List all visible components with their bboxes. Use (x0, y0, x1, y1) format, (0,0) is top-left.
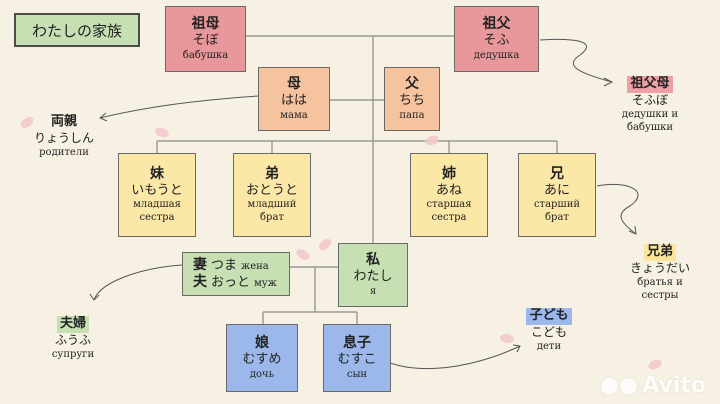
son-kanji: 息子 (343, 334, 371, 351)
younger-sister-box: 妹 いもうと младшая сестра (118, 153, 196, 237)
older-sister-kanji: 姉 (442, 165, 456, 182)
wife-row: 妻 つま жена (193, 257, 269, 275)
father-kana: ちち (398, 93, 425, 109)
children-kanji: 子ども (526, 308, 572, 325)
married-couple-russian: супруги (51, 349, 95, 361)
grandparents-russian-2: бабушки (626, 122, 674, 134)
daughter-kanji: 娘 (255, 334, 269, 351)
grandparents-label: 祖父母 そふぼ дедушки и бабушки (600, 72, 700, 134)
parents-label: 両親 りょうしん родители (24, 110, 104, 159)
children-russian: дети (536, 341, 562, 353)
mother-kanji: 母 (287, 75, 301, 92)
siblings-russian-1: братья и (637, 277, 683, 289)
grandparents-kana: そふぼ (631, 92, 668, 107)
husband-kanji: 夫 (193, 274, 207, 290)
married-couple-label: 夫婦 ふうふ супруги (38, 312, 108, 361)
younger-brother-russian-2: брат (260, 211, 284, 223)
grandmother-kana: そぼ (192, 33, 219, 49)
husband-row: 夫 おっと муж (193, 274, 277, 292)
children-kana: こども (530, 324, 567, 339)
grandparents-kanji: 祖父母 (627, 76, 673, 93)
daughter-box: 娘 むすめ дочь (226, 324, 298, 392)
wife-russian: жена (241, 260, 269, 272)
siblings-kanji: 兄弟 (643, 244, 676, 261)
older-sister-box: 姉 あね старшая сестра (410, 153, 488, 237)
siblings-label: 兄弟 きょうだい братья и сестры (612, 240, 708, 302)
father-box: 父 ちち папа (384, 67, 440, 131)
older-sister-russian-1: старшая (426, 199, 472, 211)
mother-kana: はは (280, 93, 307, 109)
younger-sister-kanji: 妹 (150, 165, 164, 182)
son-kana: むすこ (337, 352, 377, 368)
parents-kana: りょうしん (33, 130, 94, 145)
mother-box: 母 はは мама (258, 67, 330, 131)
grandmother-russian: бабушка (182, 49, 229, 61)
married-couple-kanji: 夫婦 (56, 316, 89, 333)
father-russian: папа (399, 109, 425, 121)
daughter-russian: дочь (249, 368, 275, 380)
older-brother-russian-1: старший (533, 199, 581, 211)
younger-sister-russian-1: младшая (133, 199, 181, 211)
avito-logo-icon: ●● (599, 373, 639, 398)
siblings-russian-2: сестры (641, 290, 679, 302)
me-kana: わたし (353, 269, 393, 285)
younger-brother-kanji: 弟 (265, 165, 279, 182)
parents-russian: родители (39, 147, 89, 159)
younger-brother-russian-1: младший (247, 199, 297, 211)
wife-kana: つま (211, 257, 238, 273)
avito-watermark: ●● Avito (600, 373, 706, 398)
grandfather-box: 祖父 そふ дедушка (454, 6, 539, 72)
older-brother-box: 兄 あに старший брат (518, 153, 596, 237)
grandfather-kana: そふ (483, 33, 510, 49)
older-sister-kana: あね (435, 183, 462, 199)
older-brother-russian-2: брат (545, 211, 569, 223)
wife-kanji: 妻 (193, 256, 207, 273)
younger-sister-kana: いもうと (131, 183, 183, 199)
grandfather-kanji: 祖父 (482, 15, 511, 32)
grandparents-russian-1: дедушки и (621, 109, 679, 121)
younger-brother-kana: おとうと (245, 183, 298, 199)
older-brother-kanji: 兄 (550, 165, 564, 182)
page-title: わたしの家族 (14, 13, 140, 47)
older-sister-russian-2: сестра (431, 211, 467, 223)
grandmother-kanji: 祖母 (191, 15, 220, 32)
younger-brother-box: 弟 おとうと младший брат (233, 153, 311, 237)
husband-russian: муж (254, 278, 277, 289)
me-russian: я (369, 285, 377, 297)
father-kanji: 父 (405, 75, 419, 92)
husband-kana: おっと (211, 275, 251, 290)
mother-russian: мама (280, 109, 308, 121)
children-label: 子ども こども дети (516, 304, 582, 353)
son-russian: сын (346, 368, 368, 380)
me-kanji: 私 (366, 251, 380, 268)
older-brother-kana: あに (543, 183, 570, 199)
spouse-box: 妻 つま жена 夫 おっと муж (182, 252, 290, 296)
son-box: 息子 むすこ сын (323, 324, 391, 392)
grandfather-russian: дедушка (473, 49, 520, 61)
younger-sister-russian-2: сестра (139, 211, 175, 223)
daughter-kana: むすめ (242, 352, 282, 368)
me-box: 私 わたし я (338, 243, 408, 307)
siblings-kana: きょうだい (629, 260, 690, 275)
parents-kanji: 両親 (50, 114, 77, 129)
married-couple-kana: ふうふ (54, 332, 91, 347)
avito-watermark-text: Avito (642, 373, 706, 398)
grandmother-box: 祖母 そぼ бабушка (165, 6, 246, 72)
